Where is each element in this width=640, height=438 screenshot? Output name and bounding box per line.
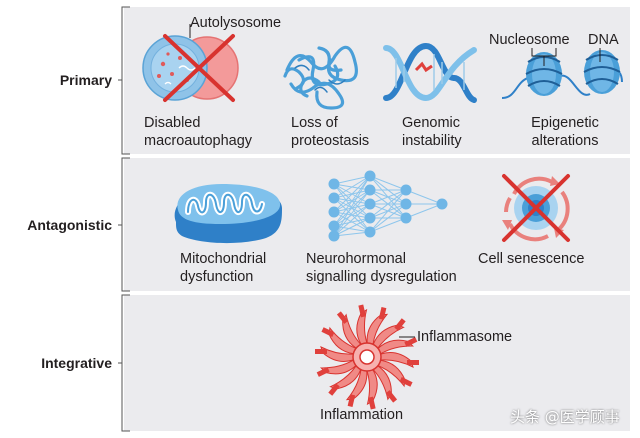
network-edge: [333, 175, 371, 227]
inflammasome-spoke: [377, 359, 413, 388]
inflammasome-spoke: [372, 365, 398, 403]
autolysosome-icon: [142, 34, 239, 102]
inflammasome-spoke: [321, 326, 357, 355]
nucleosome-icon: [501, 50, 623, 99]
caption-mitochondrial-l1: Mitochondrial: [180, 251, 267, 267]
network-edge: [405, 203, 443, 219]
inflammasome-spoke: [372, 318, 406, 349]
inflammasome-spoke: [366, 306, 389, 345]
neural-network-icon: [328, 170, 448, 242]
tier-label-primary: Primary: [59, 72, 112, 88]
network-node: [400, 198, 412, 210]
protein-aggregate-icon: [283, 45, 358, 110]
caption-macroautophagy-l2: macroautophagy: [144, 133, 253, 149]
network-edge: [369, 189, 407, 205]
network-edge: [369, 189, 407, 233]
inflammasome-pointer: [399, 336, 415, 338]
network-edge: [333, 189, 371, 237]
network-node: [436, 198, 448, 210]
caption-senescence: Cell senescence: [478, 251, 585, 267]
caption-neurohormonal-l1: Neurohormonal: [306, 251, 406, 267]
network-edge: [369, 203, 407, 233]
senescent-cell-icon: [502, 174, 570, 242]
network-edge: [333, 217, 371, 227]
nucleosome-pointers: [531, 48, 601, 66]
dna-annotation: DNA: [588, 32, 619, 48]
caption-epigenetic-l2: alterations: [531, 133, 599, 149]
inflammasome-annotation: Inflammasome: [417, 329, 513, 345]
network-node: [364, 226, 376, 238]
network-node: [328, 230, 340, 242]
caption-proteostasis-l2: proteostasis: [291, 133, 370, 149]
watermark: 头条 @医学顾事: [510, 408, 620, 426]
network-edge: [369, 175, 407, 191]
inflammasome-spoke: [366, 369, 378, 410]
network-edge: [333, 175, 371, 199]
network-node: [400, 212, 412, 224]
network-edge: [369, 217, 407, 233]
network-node: [364, 184, 376, 196]
autolysosome-pointer: [189, 24, 191, 38]
network-edge: [333, 217, 371, 237]
mitochondrion-icon: [174, 184, 282, 244]
network-edge: [333, 175, 371, 213]
network-edge: [369, 189, 407, 219]
network-edge: [333, 175, 371, 185]
caption-genomic-l1: Genomic: [402, 115, 461, 131]
inflammasome-spoke: [336, 311, 362, 349]
caption-inflammation: Inflammation: [320, 407, 404, 423]
network-node: [328, 220, 340, 232]
inflammasome-spoke: [377, 337, 418, 355]
network-node: [328, 192, 340, 204]
network-node: [400, 184, 412, 196]
caption-genomic-l2: instability: [402, 133, 462, 149]
network-node: [364, 198, 376, 210]
caption-mitochondrial-l2: dysfunction: [180, 269, 254, 285]
network-edge: [333, 203, 371, 237]
tier-label-integrative: Integrative: [41, 355, 112, 371]
caption-epigenetic-l1: Epigenetic: [531, 115, 599, 131]
nucleosome-annotation: Nucleosome: [489, 32, 570, 48]
inflammasome-spoke: [328, 365, 362, 396]
inflammasome-spoke: [316, 359, 357, 377]
caption-proteostasis-l1: Loss of: [291, 115, 338, 131]
caption-neurohormonal-l2: signalling dysregulation: [306, 269, 457, 285]
network-node: [328, 178, 340, 190]
network-edge: [405, 189, 443, 205]
network-node: [328, 206, 340, 218]
dna-break-icon: [383, 42, 477, 103]
inflammasome-icon: [315, 304, 419, 410]
network-edge: [333, 231, 371, 237]
inflammasome-spoke: [345, 369, 368, 408]
inflammasome-spoke: [380, 352, 419, 368]
network-node: [364, 212, 376, 224]
inflammasome-spoke: [356, 304, 368, 345]
caption-macroautophagy-l1: Disabled: [144, 115, 201, 131]
network-edge: [333, 225, 371, 233]
network-edge: [333, 189, 371, 227]
autolysosome-annotation: Autolysosome: [190, 15, 282, 31]
network-edge: [333, 175, 371, 237]
network-edge: [333, 203, 371, 227]
tier-label-antagonistic: Antagonistic: [27, 217, 112, 233]
network-node: [364, 170, 376, 182]
inflammasome-spoke: [315, 346, 354, 362]
